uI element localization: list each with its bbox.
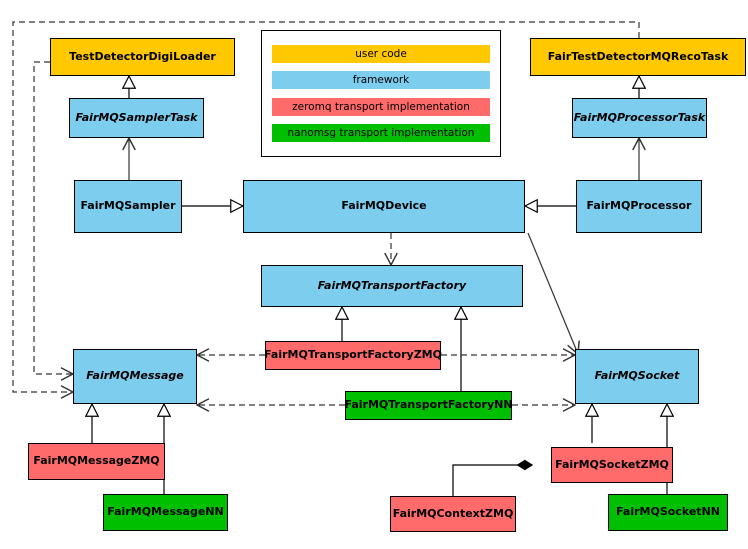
class-label: FairMQMessageZMQ	[33, 454, 160, 468]
class-box-fairmqsampler[interactable]: FairMQSampler	[74, 180, 182, 233]
class-box-fairmqmessagezmq[interactable]: FairMQMessageZMQ	[28, 443, 165, 480]
class-label: TestDetectorDigiLoader	[69, 49, 216, 63]
class-box-fairmqtransportfactoryzmq[interactable]: FairMQTransportFactoryZMQ	[264, 341, 442, 370]
class-label: FairMQSamplerTask	[75, 110, 198, 124]
class-label: FairMQProcessorTask	[573, 110, 706, 124]
legend-item-user-code: user code	[272, 45, 490, 64]
class-label: FairTestDetectorMQRecoTask	[547, 49, 729, 63]
class-box-fairmqmessage[interactable]: FairMQMessage	[73, 349, 197, 404]
class-box-fairmqprocessor[interactable]: FairMQProcessor	[576, 180, 702, 233]
class-label: FairMQSampler	[80, 199, 176, 213]
class-box-fairmqtransportfactory[interactable]: FairMQTransportFactory	[261, 265, 523, 307]
legend-item-framework: framework	[272, 71, 490, 90]
class-label: FairMQMessage	[86, 369, 184, 383]
class-label: FairMQContextZMQ	[392, 506, 514, 520]
legend-item-nanomsg: nanomsg transport implementation	[272, 123, 490, 142]
class-label: FairMQTransportFactory	[317, 278, 467, 292]
class-label: FairMQTransportFactoryNN	[344, 398, 513, 412]
class-box-fairmqmessagenn[interactable]: FairMQMessageNN	[103, 494, 228, 531]
class-box-fairmqsocketnn[interactable]: FairMQSocketNN	[608, 494, 728, 531]
legend-label: zeromq transport implementation	[292, 100, 470, 113]
class-box-fairmqsocketzmq[interactable]: FairMQSocketZMQ	[551, 447, 673, 483]
legend-label: nanomsg transport implementation	[287, 126, 475, 139]
class-box-fairmqsamplertask[interactable]: FairMQSamplerTask	[69, 98, 204, 138]
legend-label: user code	[355, 48, 407, 61]
class-box-fairmqcontextzmq[interactable]: FairMQContextZMQ	[390, 496, 516, 532]
class-label: FairMQProcessor	[586, 199, 692, 213]
class-box-fairmqsocket[interactable]: FairMQSocket	[575, 349, 699, 404]
class-label: FairMQSocketZMQ	[555, 457, 669, 471]
class-label: FairMQMessageNN	[107, 505, 224, 519]
class-box-fairmqtransportfactorynn[interactable]: FairMQTransportFactoryNN	[344, 391, 513, 420]
class-label: FairMQSocket	[594, 369, 680, 383]
legend-label: framework	[352, 74, 410, 87]
class-label: FairMQSocketNN	[616, 505, 720, 519]
class-box-testdetectordigiloader[interactable]: TestDetectorDigiLoader	[50, 38, 235, 76]
class-box-fairmqdevice[interactable]: FairMQDevice	[243, 180, 525, 233]
legend-item-zeromq: zeromq transport implementation	[272, 97, 490, 116]
legend-panel: user code framework zeromq transport imp…	[261, 30, 501, 157]
class-box-fairmqprocessortask[interactable]: FairMQProcessorTask	[572, 98, 707, 138]
class-label: FairMQTransportFactoryZMQ	[264, 348, 442, 362]
class-label: FairMQDevice	[341, 199, 427, 213]
class-box-fairtestdetectormqrecotask[interactable]: FairTestDetectorMQRecoTask	[530, 38, 746, 76]
